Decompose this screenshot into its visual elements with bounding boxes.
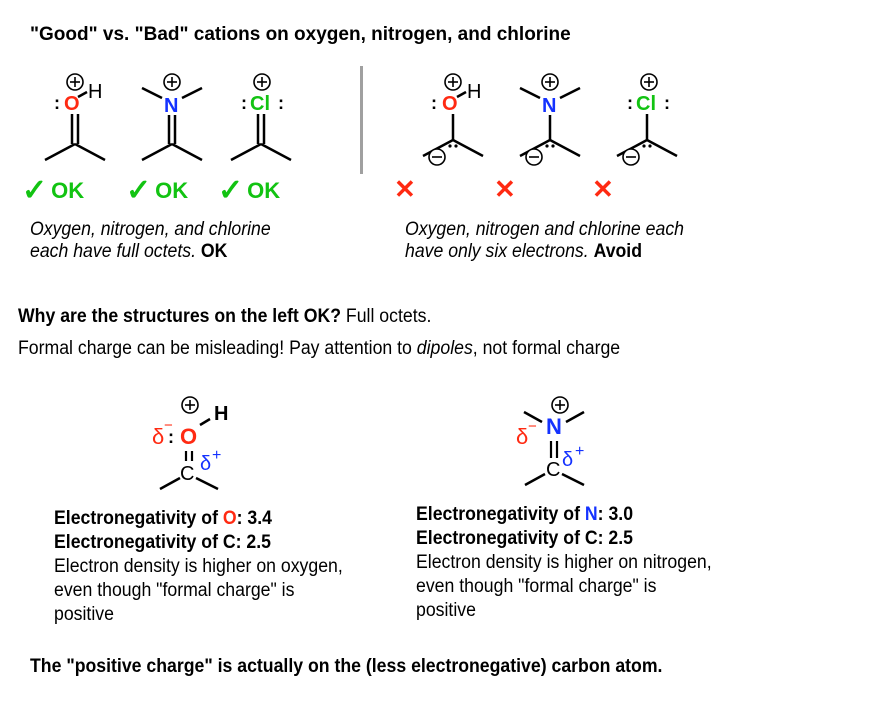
svg-text:δ: δ — [516, 424, 528, 449]
oxygen-electronegativity-block: Electronegativity of O: 3.4 Electronegat… — [54, 508, 343, 625]
svg-text:N: N — [542, 95, 556, 117]
svg-text::: : — [278, 93, 284, 113]
svg-text:H: H — [88, 81, 102, 103]
bad-aminium-carbanion-structure: N — [519, 73, 581, 166]
svg-text:Cl: Cl — [636, 93, 656, 115]
page-title: "Good" vs. "Bad" cations on oxygen, nitr… — [30, 24, 571, 45]
svg-text:−: − — [164, 417, 173, 434]
good-structures-diagram: H : O N : Cl : — [44, 73, 292, 162]
check-icon: ✓ — [22, 174, 48, 207]
x-icon: ✕ — [394, 174, 416, 204]
check-icon: ✓ — [126, 174, 152, 207]
svg-text:+: + — [575, 443, 584, 460]
bad-chloronium-carbanion-structure: : Cl : — [616, 73, 678, 166]
svg-text:Cl: Cl — [250, 93, 270, 115]
svg-text:H: H — [467, 81, 481, 103]
svg-text::: : — [627, 93, 633, 113]
svg-text:C: C — [180, 463, 194, 485]
right-caption: Oxygen, nitrogen and chlorine each have … — [405, 219, 684, 262]
section-divider — [360, 66, 363, 174]
question-line: Why are the structures on the left OK? F… — [18, 306, 432, 327]
svg-text:N: N — [164, 95, 178, 117]
svg-text:δ: δ — [200, 453, 211, 475]
svg-text::: : — [168, 427, 174, 447]
svg-text:C: C — [546, 459, 560, 481]
check-icon: ✓ — [218, 174, 244, 207]
svg-text:N: N — [546, 414, 562, 439]
svg-text:O: O — [442, 93, 458, 115]
nitrogen-electronegativity-block: Electronegativity of N: 3.0 Electronegat… — [416, 504, 712, 621]
svg-text:+: + — [212, 447, 221, 464]
x-icon: ✕ — [592, 174, 614, 204]
oxygen-dipole-structure: H δ − : O C δ + — [152, 396, 228, 491]
svg-text:H: H — [214, 403, 228, 425]
svg-text:−: − — [528, 418, 537, 435]
iminium-structure: N — [141, 73, 203, 162]
bad-structures-diagram: H : O N : Cl : — [422, 73, 678, 166]
svg-text:O: O — [180, 424, 197, 449]
verdict-ok-2: ✓ OK — [126, 174, 189, 207]
verdict-ok-1: ✓ OK — [22, 174, 85, 207]
left-caption: Oxygen, nitrogen, and chlorine each have… — [30, 219, 271, 262]
svg-text:δ: δ — [152, 424, 164, 449]
positive-charge-icon — [66, 73, 84, 91]
x-icon: ✕ — [494, 174, 516, 204]
svg-text::: : — [431, 93, 437, 113]
chloronium-structure: : Cl : — [230, 73, 292, 162]
protonated-carbonyl-structure: H : O — [44, 73, 106, 162]
svg-text:δ: δ — [562, 449, 573, 471]
svg-text::: : — [241, 93, 247, 113]
positive-charge-icon — [163, 73, 181, 91]
svg-text::: : — [54, 93, 60, 113]
verdict-ok-3: ✓ OK — [218, 174, 281, 207]
formal-charge-note: Formal charge can be misleading! Pay att… — [18, 338, 621, 359]
svg-text::: : — [664, 93, 670, 113]
svg-text:O: O — [64, 93, 80, 115]
positive-charge-icon — [253, 73, 271, 91]
bad-oxonium-carbanion-structure: H : O — [422, 73, 484, 166]
conclusion-text: The "positive charge" is actually on the… — [30, 656, 663, 677]
nitrogen-dipole-structure: N δ − C δ + — [516, 396, 585, 487]
